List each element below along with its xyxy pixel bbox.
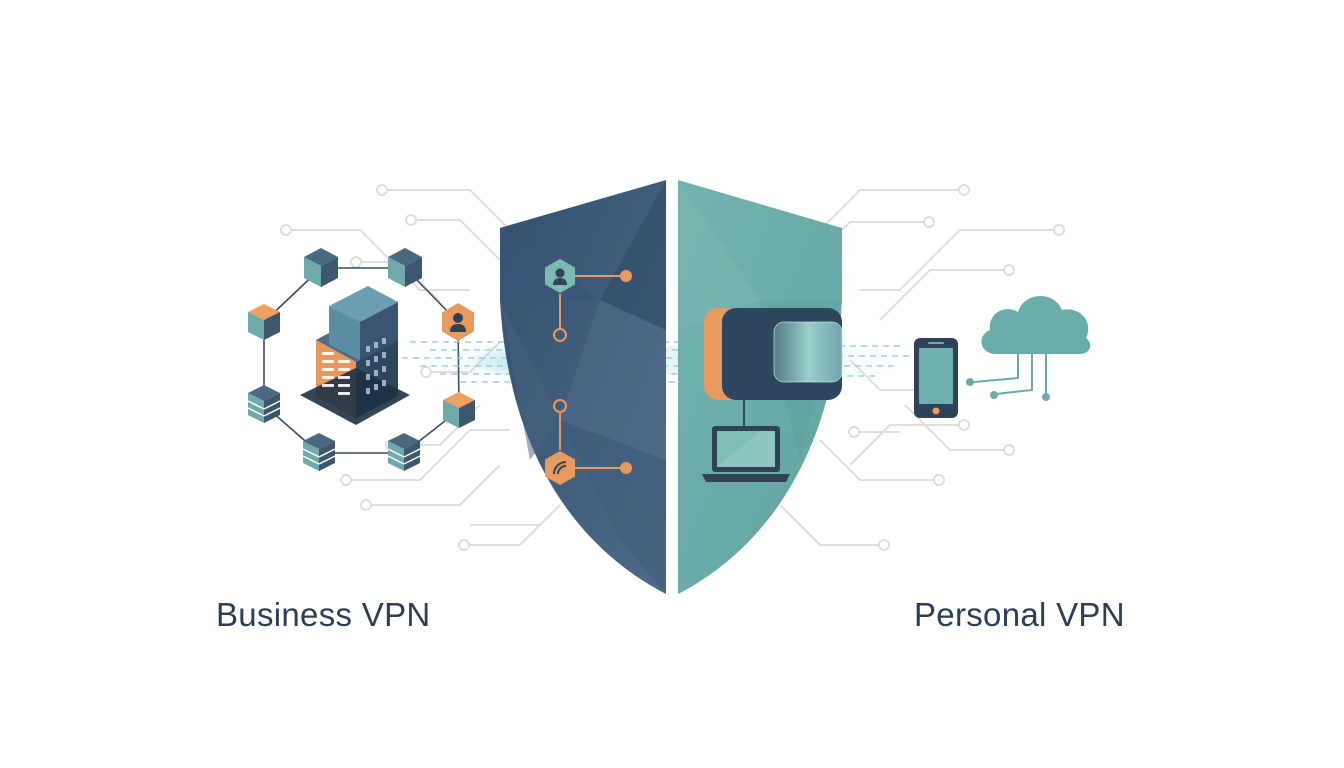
smartphone-icon	[914, 338, 958, 418]
tunnel-pill	[774, 322, 842, 382]
shield-circuit	[559, 275, 624, 469]
vpn-tunnel	[704, 308, 843, 426]
cube-icon	[388, 248, 422, 287]
circuit-nodes-right	[848, 184, 1065, 551]
cube-icon	[304, 248, 338, 287]
server-stack-icon	[387, 433, 421, 471]
user-hexagon-icon	[442, 303, 474, 341]
business-vpn-label: Business VPN	[216, 596, 431, 633]
server-stack-icon	[247, 385, 281, 423]
office-building-icon	[300, 286, 410, 425]
cloud-icon	[966, 295, 1091, 401]
shield-circuit-nodes	[620, 270, 632, 474]
personal-vpn-label: Personal VPN	[914, 596, 1125, 633]
cube-icon	[248, 304, 280, 340]
server-stack-icon	[302, 433, 336, 471]
laptop-icon	[702, 426, 790, 482]
shield	[500, 180, 842, 594]
user-hexagon-icon	[545, 259, 575, 293]
wifi-hexagon-icon	[545, 451, 575, 485]
cube-icon	[443, 392, 475, 428]
